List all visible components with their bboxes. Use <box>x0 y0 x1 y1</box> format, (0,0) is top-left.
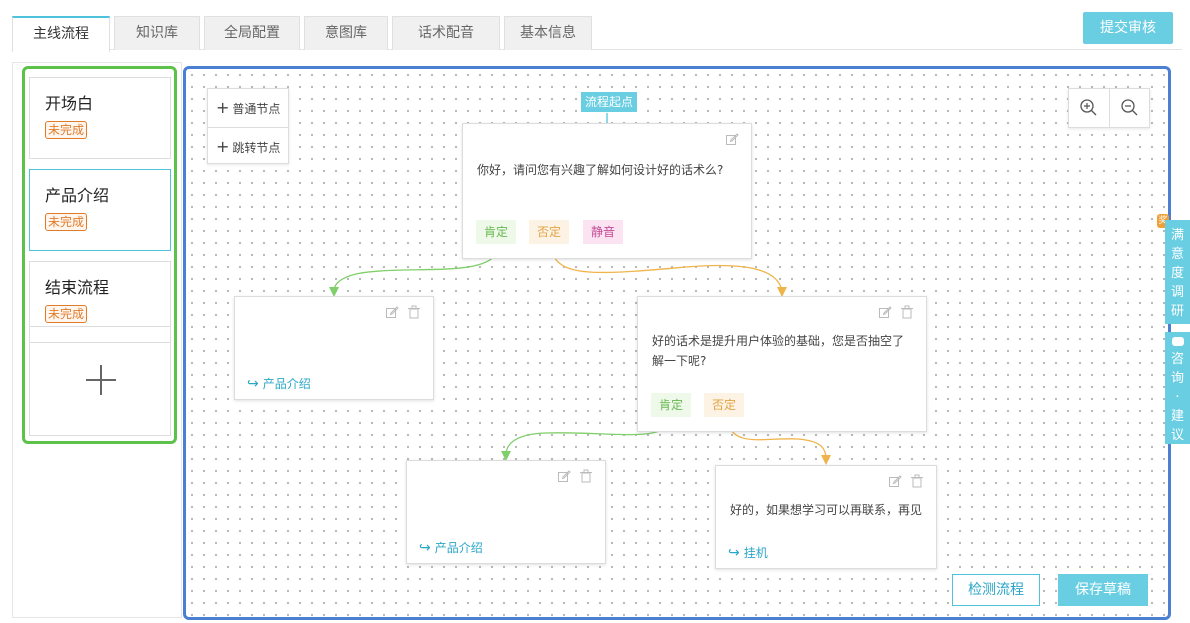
jump-node-product-intro-2[interactable]: ↪产品介绍 <box>406 460 606 564</box>
node-toolbox: +普通节点 +跳转节点 <box>207 88 289 164</box>
jump-label: 产品介绍 <box>262 377 311 391</box>
zoom-controls <box>1068 88 1150 128</box>
edit-icon[interactable] <box>385 305 399 319</box>
trash-icon[interactable] <box>900 305 914 319</box>
save-draft-button[interactable]: 保存草稿 <box>1058 574 1148 606</box>
normal-node-experience[interactable]: 好的话术是提升用户体验的基础，您是否抽空了 解一下呢? 肯定 否定 <box>637 296 927 432</box>
tab-basic-info[interactable]: 基本信息 <box>504 16 592 50</box>
plus-icon <box>86 365 116 395</box>
jump-target[interactable]: ↪产品介绍 <box>419 539 483 556</box>
flow-title: 开场白 <box>45 94 94 113</box>
chat-icon <box>1171 337 1184 346</box>
node-actions <box>725 132 739 146</box>
flow-title: 产品介绍 <box>45 186 110 205</box>
flow-start-label: 流程起点 <box>581 92 638 112</box>
check-flow-button[interactable]: 检测流程 <box>952 574 1040 606</box>
jump-arrow-icon: ↪ <box>247 376 259 392</box>
jump-node-product-intro[interactable]: ↪产品介绍 <box>234 296 434 400</box>
add-jump-node-button[interactable]: +跳转节点 <box>208 127 288 165</box>
start-node[interactable]: 你好，请问您有兴趣了解如何设计好的话术么? 肯定 否定 静音 <box>462 123 752 259</box>
submit-review-button[interactable]: 提交审核 <box>1083 12 1173 44</box>
status-badge: 未完成 <box>45 305 88 323</box>
status-badge: 未完成 <box>45 213 88 231</box>
flow-list: 开场白 未完成 产品介绍 未完成 结束流程 未完成 <box>22 66 177 444</box>
chip-negative[interactable]: 否定 <box>529 220 570 244</box>
arrow-head <box>501 451 511 461</box>
chip-mute[interactable]: 静音 <box>583 220 624 244</box>
jump-label: 挂机 <box>743 546 768 560</box>
edit-icon[interactable] <box>725 132 739 146</box>
edge-layer <box>329 113 831 465</box>
zoom-out-button[interactable] <box>1109 89 1149 127</box>
trash-icon[interactable] <box>579 469 593 483</box>
satisfaction-survey-button[interactable]: 满 意 度 调 研 <box>1165 220 1190 324</box>
tab-knowledge-base[interactable]: 知识库 <box>114 16 200 50</box>
survey-char: 研 <box>1170 304 1184 319</box>
edge-positive-1 <box>333 250 499 292</box>
jump-arrow-icon: ↪ <box>419 540 431 556</box>
jump-arrow-icon: ↪ <box>728 545 740 561</box>
arrow-head <box>821 455 831 465</box>
advice-char: 咨 <box>1170 352 1184 367</box>
tab-intent-library[interactable]: 意图库 <box>304 16 388 50</box>
node-actions <box>385 305 421 319</box>
edge-negative-2 <box>726 418 827 460</box>
flow-card-product-intro[interactable]: 产品介绍 未完成 <box>29 169 171 251</box>
jump-target[interactable]: ↪挂机 <box>728 544 768 561</box>
consult-advice-button[interactable]: 咨 询 · 建 议 <box>1165 332 1190 444</box>
chip-positive[interactable]: 肯定 <box>651 393 692 417</box>
normal-node-goodbye[interactable]: 好的，如果想学习可以再联系，再见 ↪挂机 <box>715 465 937 569</box>
jump-label: 产品介绍 <box>434 541 483 555</box>
tab-main-flow[interactable]: 主线流程 <box>12 16 110 52</box>
advice-char: 议 <box>1170 428 1184 443</box>
node-actions <box>557 469 593 483</box>
trash-icon[interactable] <box>407 305 421 319</box>
plus-icon: + <box>216 137 230 156</box>
node-actions <box>888 474 924 488</box>
add-normal-node-button[interactable]: +普通节点 <box>208 89 288 127</box>
flow-card-end-flow[interactable]: 结束流程 未完成 <box>29 261 171 343</box>
tab-voice-dubbing[interactable]: 话术配音 <box>392 16 500 50</box>
chip-positive[interactable]: 肯定 <box>476 220 517 244</box>
zoom-in-button[interactable] <box>1069 89 1109 127</box>
survey-char: 调 <box>1170 285 1184 300</box>
survey-char: 意 <box>1170 247 1184 262</box>
zoom-out-icon <box>1121 99 1138 116</box>
tab-bar: 主线流程 知识库 全局配置 意图库 话术配音 基本信息 <box>12 14 1182 52</box>
jump-node-label: 跳转节点 <box>232 141 281 155</box>
arrow-head <box>777 287 787 297</box>
zoom-in-icon <box>1080 99 1097 116</box>
flow-canvas[interactable]: +普通节点 +跳转节点 流程起点 <box>183 66 1171 620</box>
node-text: 你好，请问您有兴趣了解如何设计好的话术么? <box>477 163 724 177</box>
jump-target[interactable]: ↪产品介绍 <box>247 375 311 392</box>
flow-title: 结束流程 <box>45 278 110 297</box>
node-text: 好的，如果想学习可以再联系，再见 <box>730 503 923 517</box>
survey-char: 满 <box>1170 228 1184 243</box>
advice-char: 询 <box>1170 371 1184 386</box>
flow-card-opening[interactable]: 开场白 未完成 <box>29 77 171 159</box>
node-text-line1: 好的话术是提升用户体验的基础，您是否抽空了 <box>652 334 905 348</box>
edit-icon[interactable] <box>878 305 892 319</box>
left-panel <box>12 62 182 618</box>
edge-negative-1 <box>551 250 783 292</box>
trash-icon[interactable] <box>910 474 924 488</box>
plus-icon: + <box>216 98 230 117</box>
edit-icon[interactable] <box>888 474 902 488</box>
tab-global-config[interactable]: 全局配置 <box>204 16 300 50</box>
arrow-head <box>329 287 339 297</box>
edit-icon[interactable] <box>557 469 571 483</box>
status-badge: 未完成 <box>45 121 88 139</box>
survey-char: 度 <box>1170 266 1184 281</box>
advice-char: 建 <box>1170 409 1184 424</box>
node-actions <box>878 305 914 319</box>
normal-node-label: 普通节点 <box>232 102 281 116</box>
advice-char: · <box>1175 390 1180 405</box>
add-flow-button[interactable] <box>29 326 171 436</box>
node-text-line2: 解一下呢? <box>652 354 707 368</box>
chip-negative[interactable]: 否定 <box>704 393 745 417</box>
